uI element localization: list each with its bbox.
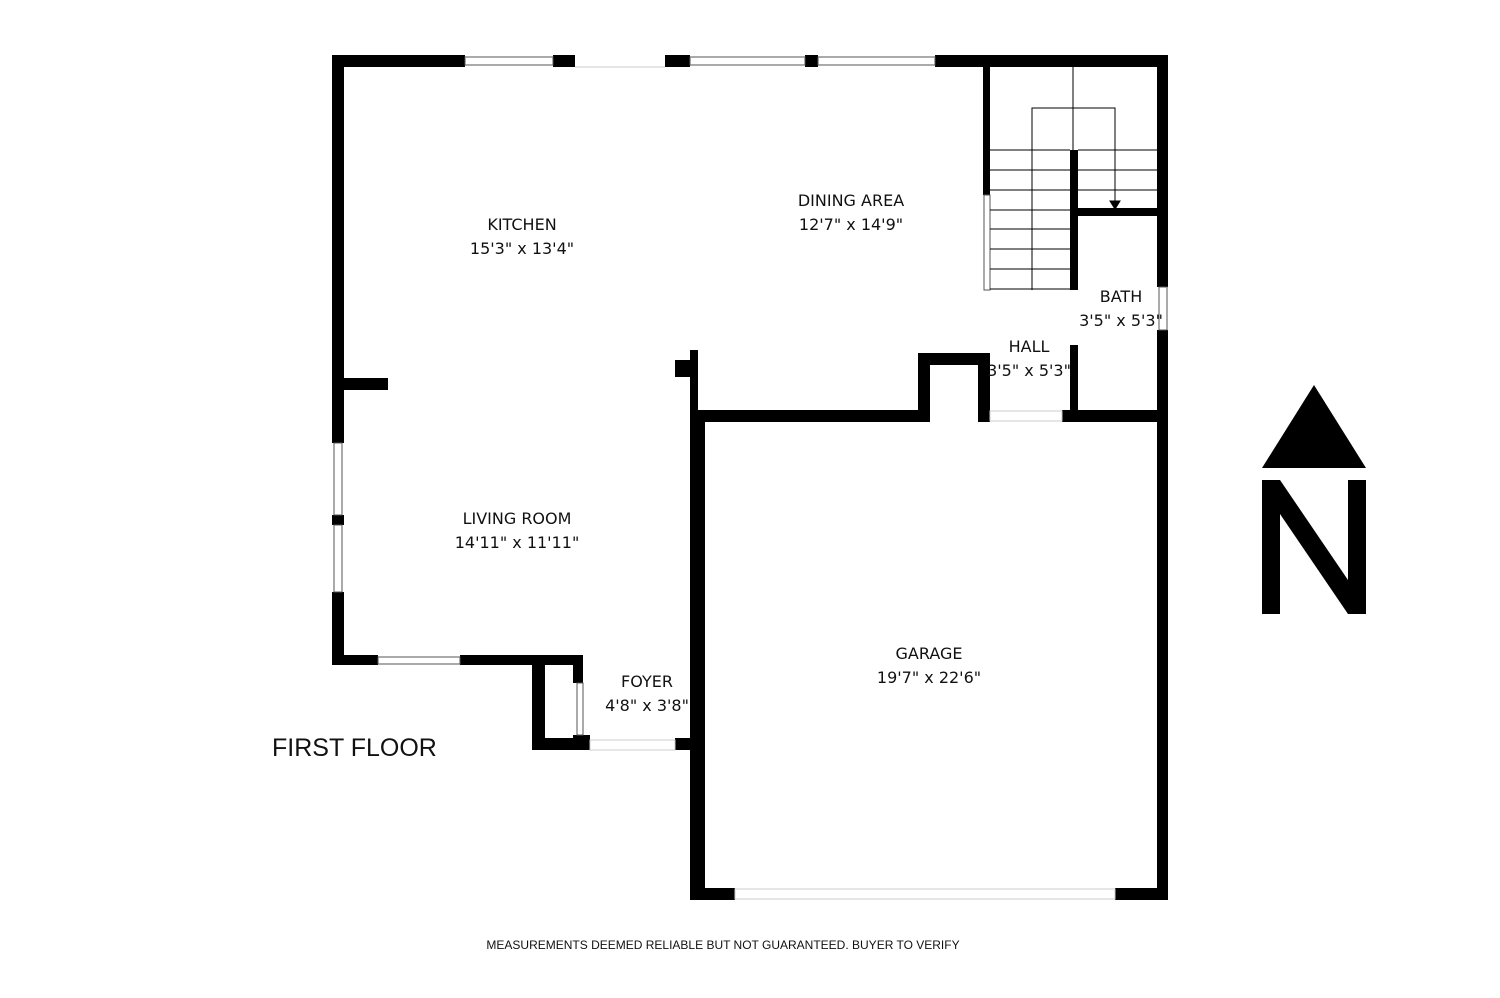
room-name: BATH [1099,287,1143,306]
room-size: 15'3" x 13'4" [469,239,575,258]
room-name: LIVING ROOM [462,509,572,528]
stairs [990,67,1157,290]
room-hall: HALL 3'5" x 5'3" [987,335,1071,383]
room-living-room: LIVING ROOM 14'11" x 11'11" [455,507,580,555]
room-name: FOYER [621,672,673,691]
room-garage: GARAGE 19'7" x 22'6" [877,642,981,690]
room-size: 12'7" x 14'9" [798,215,904,234]
room-name: HALL [1008,337,1050,356]
room-bath: BATH 3'5" x 5'3" [1079,285,1163,333]
room-size: 4'8" x 3'8" [605,696,689,715]
floor-label: FIRST FLOOR [272,734,437,762]
disclaimer: MEASUREMENTS DEEMED RELIABLE BUT NOT GUA… [486,938,960,952]
room-size: 14'11" x 11'11" [454,533,580,552]
room-size: 3'5" x 5'3" [1079,311,1163,330]
north-arrow-icon [1262,385,1366,614]
room-foyer: FOYER 4'8" x 3'8" [605,670,689,718]
room-name: GARAGE [895,644,963,663]
room-kitchen: KITCHEN 15'3" x 13'4" [470,213,574,261]
room-dining-area: DINING AREA 12'7" x 14'9" [798,189,904,237]
room-size: 3'5" x 5'3" [987,361,1071,380]
room-size: 19'7" x 22'6" [876,668,982,687]
room-name: DINING AREA [797,191,905,210]
windows-and-openings [333,56,1168,900]
room-name: KITCHEN [487,215,557,234]
walls [332,55,1168,900]
